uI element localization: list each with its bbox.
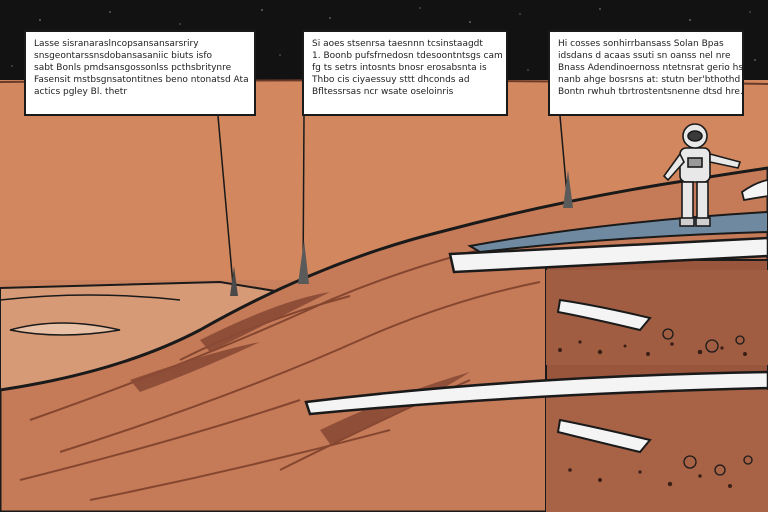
rover-arm: [740, 179, 768, 202]
caption-1-line-2: snsgeontarssnsdobansasaniic biuts isfo: [34, 51, 212, 61]
pointer-spike-3: [563, 170, 573, 208]
stars: [11, 7, 756, 71]
plain-ridge: [0, 294, 181, 301]
caption-1-line-1: Lasse sisranaraslncopsansansarsriry: [34, 39, 199, 49]
caption-box-1: Lasse sisranaraslncopsansansarsriry snsg…: [24, 30, 256, 116]
caption-2-line-3: fg ts setrs intosnts bnosr erosabsnta is: [312, 63, 487, 73]
caption-3-line-5: Bontn rwhuh tbrtrostentsnenne dtsd hre.: [558, 87, 743, 97]
caption-3-line-3: Bnass Adendinoernoss ntetnsrat gerio hst: [558, 63, 744, 73]
caption-3-line-2: idsdans d acaas ssuti sn oanss nel nre: [558, 51, 731, 61]
ice-pocket-upper: [556, 298, 652, 332]
ice-pocket-lower: [556, 418, 652, 454]
caption-1-line-5: actics pgley Bl. thetr: [34, 87, 128, 97]
caption-box-3: Hi cosses sonhirrbansass Solan Bpas idsd…: [548, 30, 744, 116]
cutaway-pebbles: [558, 340, 747, 488]
caption-1-line-3: sabt Bonls pmdsansgossonlss pcthsbritynr…: [34, 63, 232, 73]
astronaut: [662, 123, 742, 227]
crater-left: [9, 322, 121, 336]
caption-1-line-4: Fasensit mstbsgnsatontitnes beno ntonats…: [34, 75, 249, 85]
caption-2-line-4: Thbo cis ciyaessuy sttt dhconds ad: [312, 75, 470, 85]
ice-shelf-upper: [448, 236, 768, 274]
caption-2-line-2: 1. Boonb pufsfrnedosn tdesoontntsgs cam: [312, 51, 503, 61]
cutaway-layer-upper: [546, 270, 768, 365]
caption-2-line-1: Si aoes stsenrsa taesnnn tcsinstaagdt: [312, 39, 483, 49]
caption-2-line-5: Bfltessrsas ncr wsate oseloinris: [312, 87, 454, 97]
caption-3-line-1: Hi cosses sonhirrbansass Solan Bpas: [558, 39, 724, 49]
pointer-spike-1: [230, 266, 238, 296]
pointer-spike-2: [298, 240, 309, 284]
pointer-line-1: [217, 115, 235, 297]
cutaway-bubbles: [662, 328, 753, 476]
caption-box-2: Si aoes stsenrsa taesnnn tcsinstaagdt 1.…: [302, 30, 508, 116]
caption-3-line-4: nanb ahge bosrsns at: stutn ber'bthothd: [558, 75, 741, 85]
ice-shelf-lower: [304, 370, 768, 416]
cutaway-layer-lower: [546, 390, 768, 512]
